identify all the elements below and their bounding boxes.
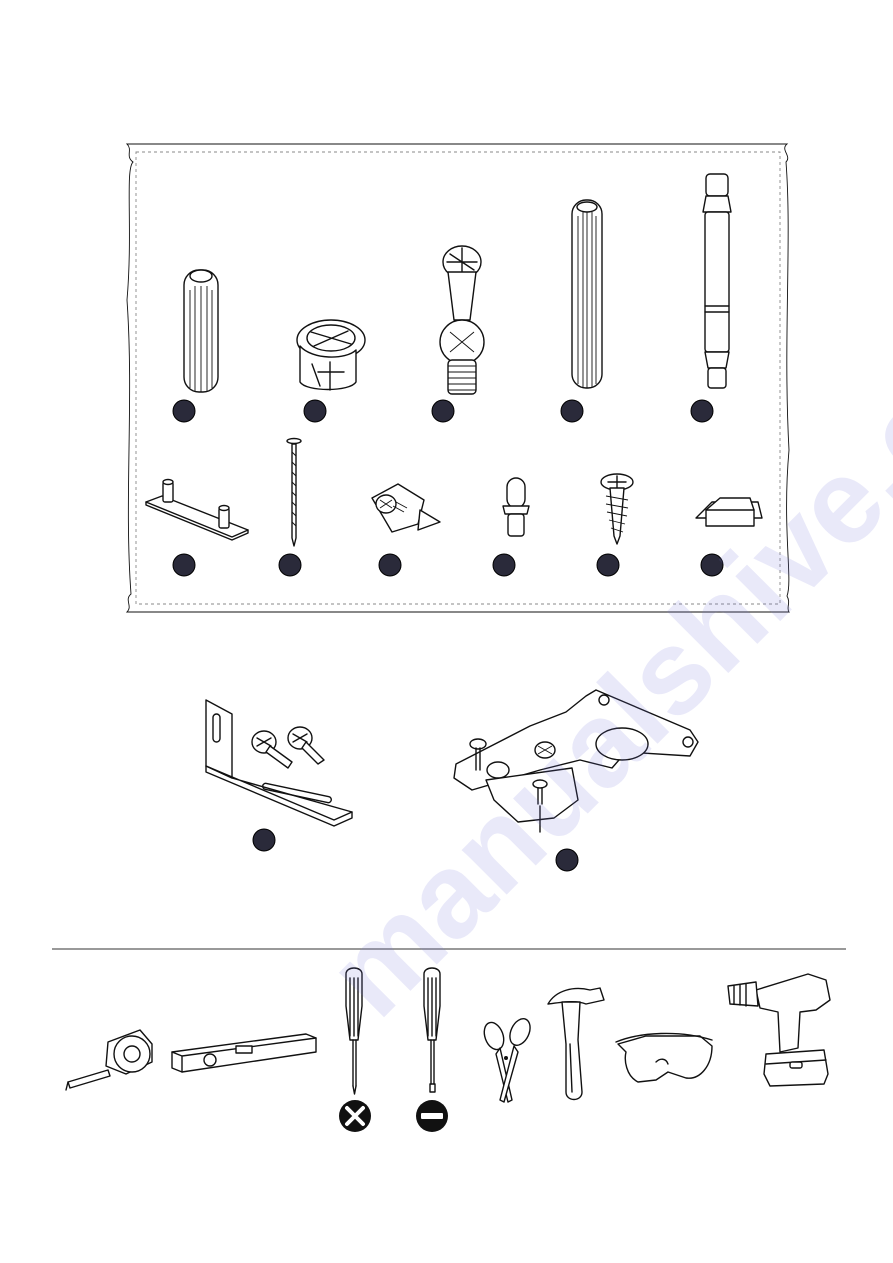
part-d-long-wood-dowel-icon xyxy=(572,200,602,388)
part-labels-row-2 xyxy=(173,554,723,576)
tool-spirit-level-icon xyxy=(172,1034,316,1072)
tool-cordless-drill-icon xyxy=(728,974,830,1086)
tool-scissors-icon xyxy=(481,1016,534,1102)
tool-hammer-icon xyxy=(548,988,604,1100)
part-e-connector-bolt-icon xyxy=(703,174,731,388)
part-f-pin-plate-icon xyxy=(146,480,248,541)
part-j-wood-screw-icon xyxy=(601,474,633,544)
part-marker-d xyxy=(561,400,583,422)
part-i-shelf-pin-icon xyxy=(503,478,529,536)
part-marker-i xyxy=(493,554,515,576)
tool-safety-glasses-icon xyxy=(616,1033,712,1082)
phillips-symbol-icon xyxy=(339,1100,371,1132)
part-marker-c xyxy=(432,400,454,422)
part-marker-b xyxy=(304,400,326,422)
fitting-l-angle-bracket-icon xyxy=(206,700,352,851)
part-b-cam-lock-icon xyxy=(297,320,365,390)
part-marker-a xyxy=(173,400,195,422)
part-marker-g xyxy=(279,554,301,576)
part-labels-row-1 xyxy=(173,400,713,422)
part-h-corner-block-icon xyxy=(372,484,440,532)
part-marker-f xyxy=(173,554,195,576)
part-g-nail-icon xyxy=(287,439,301,547)
part-marker-h xyxy=(379,554,401,576)
tool-tape-measure-icon xyxy=(66,1030,152,1090)
part-a-fluted-dowel-icon xyxy=(184,270,218,392)
part-c-cam-bolt-icon xyxy=(440,246,484,394)
flathead-symbol-icon xyxy=(416,1100,448,1132)
part-marker-l xyxy=(253,829,275,851)
part-marker-j xyxy=(597,554,619,576)
part-marker-e xyxy=(691,400,713,422)
